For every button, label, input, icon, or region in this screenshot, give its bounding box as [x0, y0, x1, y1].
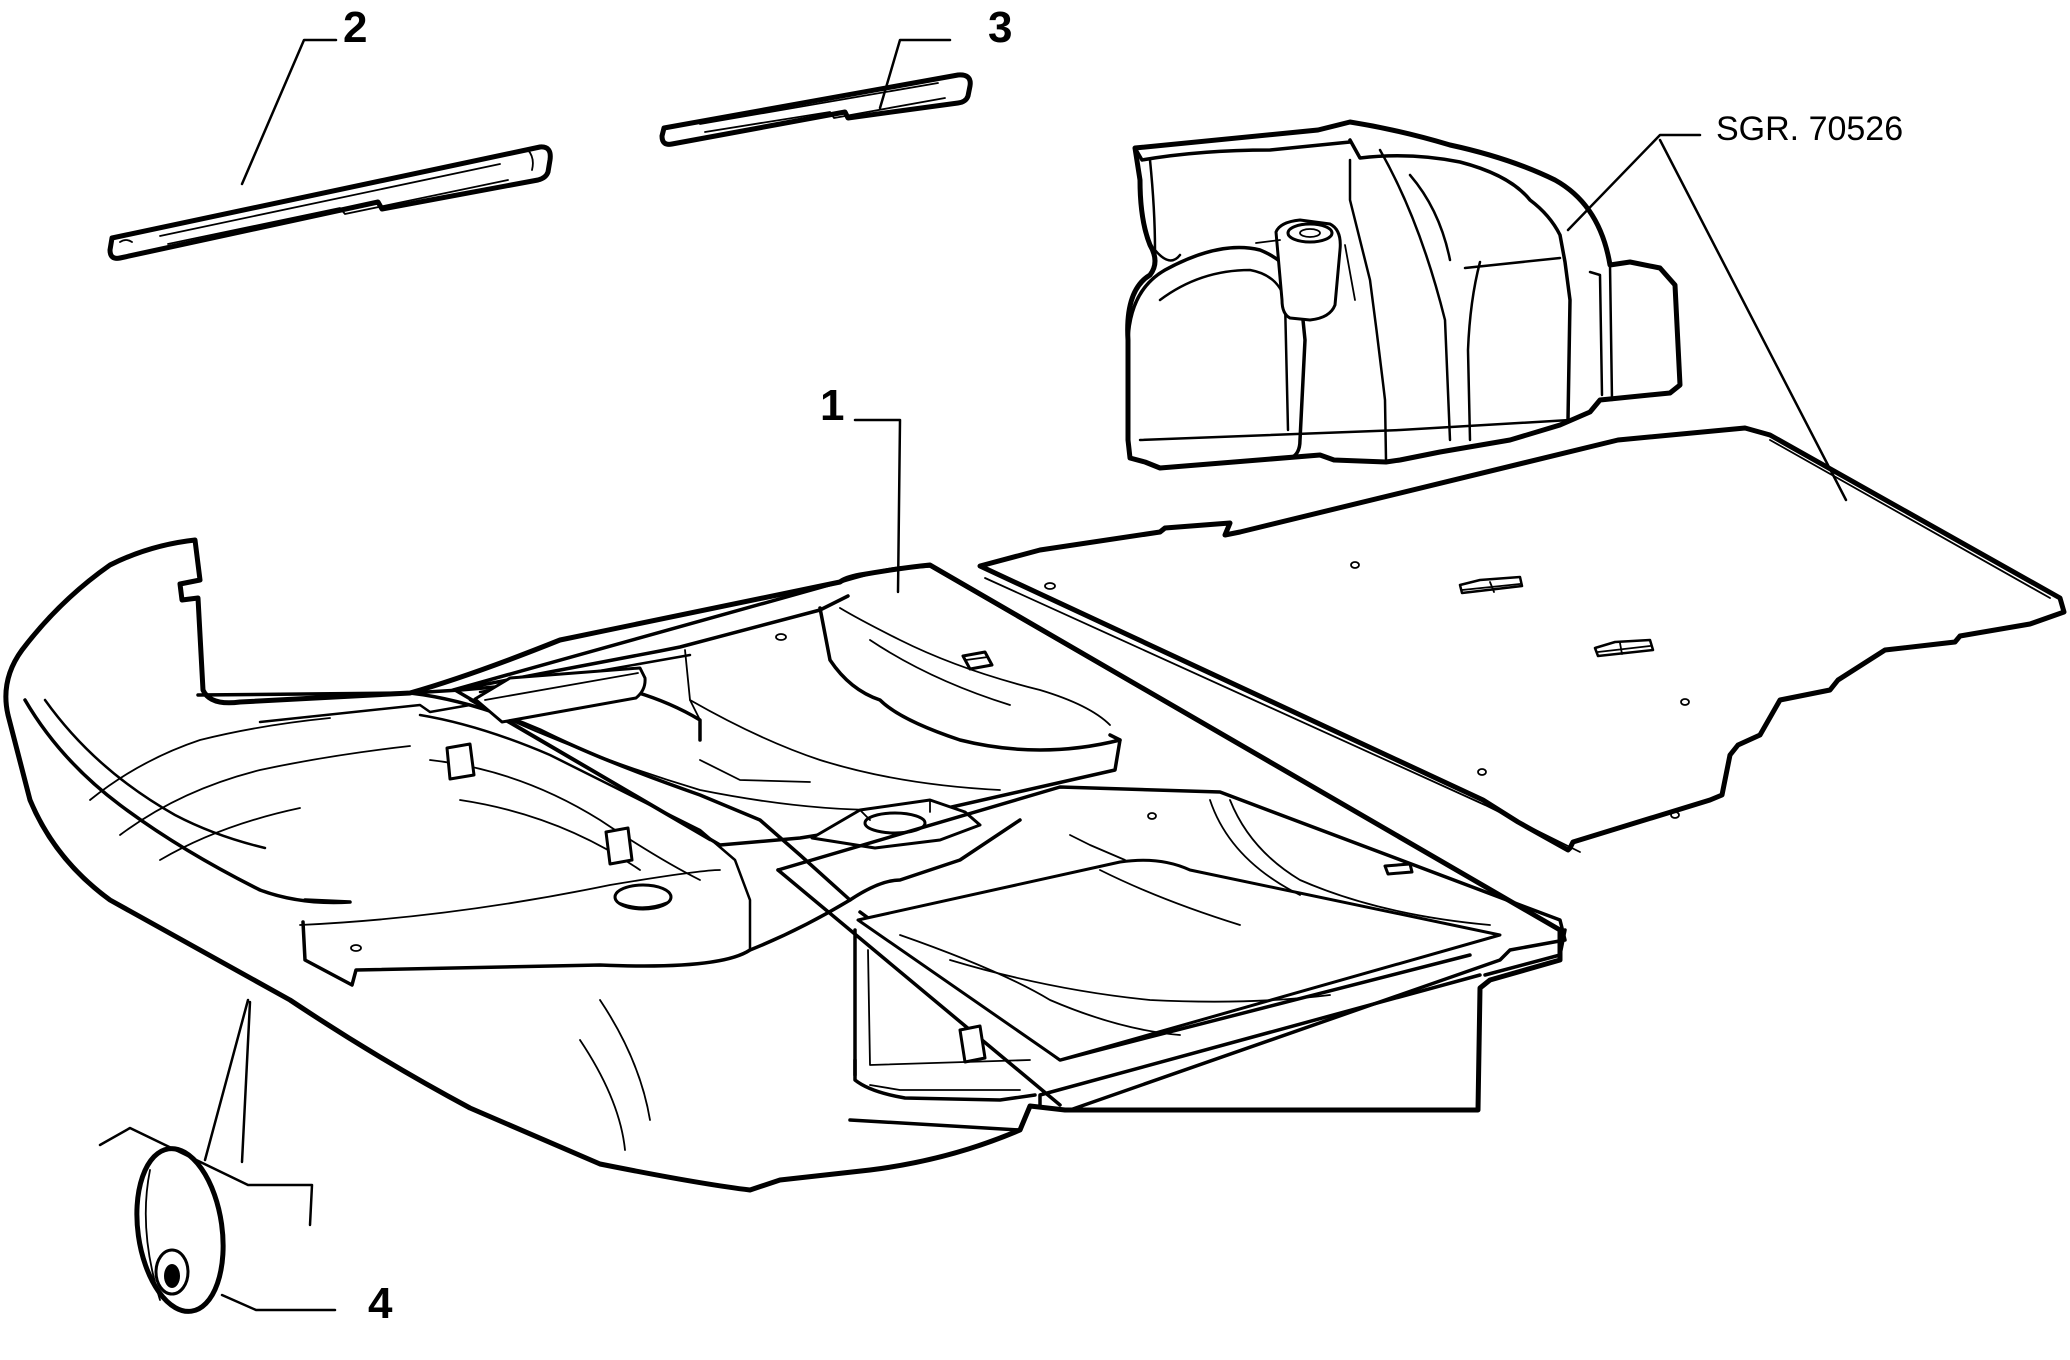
- part-3-trim-strip: [659, 72, 973, 147]
- callout-4: 4: [368, 1279, 393, 1328]
- part-2-trim-strip: [107, 144, 553, 261]
- leader-lines: [98, 38, 1848, 1312]
- callout-3: 3: [988, 3, 1012, 52]
- callout-1: 1: [820, 381, 844, 430]
- callout-2: 2: [343, 3, 367, 52]
- part-1-molded-tray: [3, 537, 1567, 1193]
- floor-mat-assembly: [977, 119, 2067, 853]
- part-4-round-pad: [134, 1146, 226, 1314]
- callout-labels: 1 2 3 4 SGR. 70526: [343, 3, 1903, 1328]
- reference-code: SGR. 70526: [1716, 110, 1903, 148]
